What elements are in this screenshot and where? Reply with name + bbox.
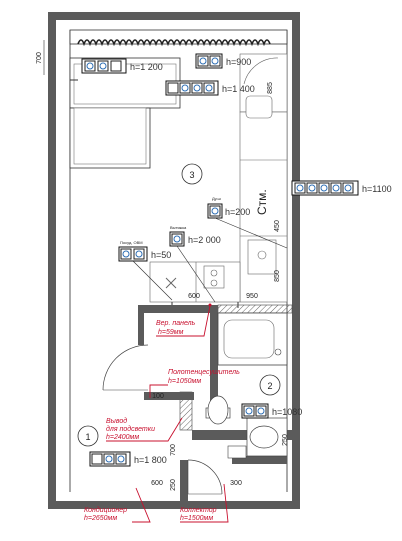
socket-group-sofa: h=1 200 [81, 58, 163, 74]
socket-hallway: h=1 800 [89, 451, 167, 467]
socket-bathroom: h=1080 [241, 403, 302, 419]
svg-text:1: 1 [85, 432, 90, 442]
svg-text:h=1080: h=1080 [272, 407, 302, 417]
svg-text:для подсветки: для подсветки [106, 425, 155, 433]
svg-text:Вер. панель: Вер. панель [156, 320, 196, 327]
svg-text:2: 2 [267, 381, 272, 391]
svg-text:885: 885 [267, 82, 274, 94]
svg-text:h=2400мм: h=2400мм [106, 434, 139, 441]
svg-text:600: 600 [188, 293, 200, 300]
svg-text:250: 250 [282, 434, 289, 446]
door-swings [102, 344, 223, 495]
annotation-heated-rail: Полотенцесушитель h=1050мм [149, 369, 240, 398]
annotation-ventilation-panel: Вер. панель h=59мм [156, 303, 212, 337]
room-number-3: 3 [181, 163, 203, 185]
svg-text:h=200: h=200 [225, 207, 250, 217]
svg-text:450: 450 [274, 220, 281, 232]
svg-text:Посуд. ОВМ: Посуд. ОВМ [120, 240, 143, 245]
svg-text:Коллектор: Коллектор [180, 507, 217, 514]
svg-text:300: 300 [230, 480, 242, 487]
socket-group-kitchen-wall: h=1100 [291, 180, 392, 196]
socket-leaders [132, 217, 288, 303]
socket-hood: Вытяжка h=2 000 [169, 225, 221, 247]
svg-text:600: 600 [151, 480, 163, 487]
room-number-1: 1 [77, 425, 99, 447]
sink [246, 417, 288, 457]
svg-text:850: 850 [274, 270, 281, 282]
room-number-2: 2 [259, 374, 281, 396]
svg-text:100: 100 [152, 393, 164, 400]
svg-text:h=59мм: h=59мм [158, 329, 184, 336]
sofa [69, 57, 181, 169]
socket-group-tv: h=1 400 [165, 80, 255, 96]
right-wall-units: Стм. 885 450 850 [239, 53, 288, 303]
kitchen-counter: 600 950 [149, 261, 258, 308]
svg-text:Полотенцесушитель: Полотенцесушитель [168, 369, 240, 376]
svg-text:h=1 800: h=1 800 [134, 455, 167, 465]
svg-text:700: 700 [170, 444, 177, 456]
svg-text:h=1050мм: h=1050мм [168, 378, 201, 385]
svg-text:h=2 000: h=2 000 [188, 235, 221, 245]
annotation-lighting-output: Вывод для подсветки h=2400мм [106, 417, 183, 442]
svg-text:700: 700 [36, 52, 43, 64]
socket-oven: Ду.ш h=200 [207, 196, 250, 219]
svg-text:h=1100: h=1100 [362, 184, 392, 194]
svg-text:h=900: h=900 [226, 57, 251, 67]
appliance [227, 445, 247, 459]
svg-text:h=1 200: h=1 200 [130, 62, 163, 72]
svg-text:Стм.: Стм. [255, 189, 269, 215]
svg-text:3: 3 [189, 170, 194, 180]
svg-text:h=50: h=50 [151, 250, 171, 260]
bathtub [217, 312, 288, 366]
dimension-left-offset: 700 [36, 40, 45, 75]
svg-text:Вытяжка: Вытяжка [170, 225, 187, 230]
toilet [205, 395, 231, 425]
bath-dimensions: 600 300 250 700 100 250 [151, 393, 289, 491]
window-radiator [69, 29, 288, 47]
socket-group-window: h=900 [195, 53, 251, 69]
svg-text:Ду.ш: Ду.ш [212, 196, 221, 201]
socket-dishwasher: Посуд. ОВМ h=50 [118, 240, 171, 262]
svg-text:Кондиционер: Кондиционер [84, 506, 127, 514]
svg-text:h=1500мм: h=1500мм [180, 515, 213, 522]
svg-text:250: 250 [170, 479, 177, 491]
svg-text:h=2650мм: h=2650мм [84, 515, 117, 522]
svg-text:Вывод: Вывод [106, 417, 127, 425]
svg-text:h=1 400: h=1 400 [222, 84, 255, 94]
svg-text:950: 950 [246, 293, 258, 300]
annotation-air-conditioner: Кондиционер h=2650мм [84, 487, 151, 523]
annotation-collector: Коллектор h=1500мм [180, 483, 229, 523]
